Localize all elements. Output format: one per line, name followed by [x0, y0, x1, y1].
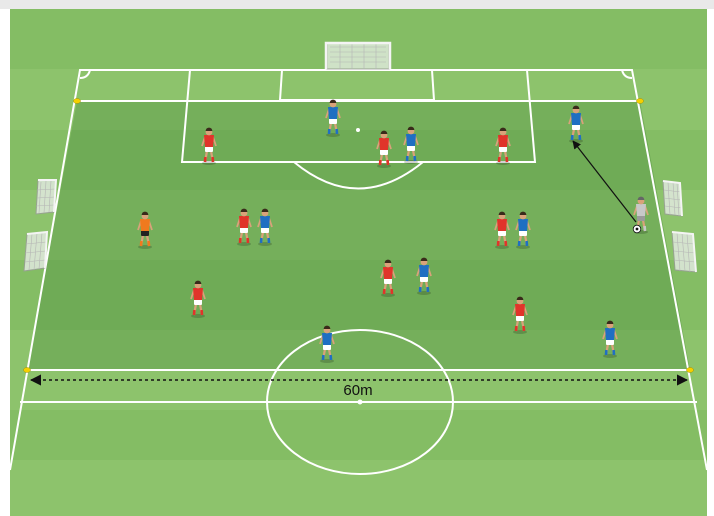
cone [74, 99, 81, 104]
left-goal-lower [24, 232, 47, 271]
ball [633, 225, 641, 233]
left-goal-upper [36, 180, 56, 214]
top-goal [326, 43, 390, 69]
right-goal-lower [672, 232, 696, 272]
cone [24, 368, 31, 373]
penalty-spot [356, 128, 360, 132]
center-spot [358, 400, 363, 405]
top-bar [0, 0, 714, 9]
cone [637, 99, 644, 104]
right-goal-upper [663, 181, 682, 216]
cone [687, 368, 694, 373]
distance-label: 60m [343, 382, 372, 399]
